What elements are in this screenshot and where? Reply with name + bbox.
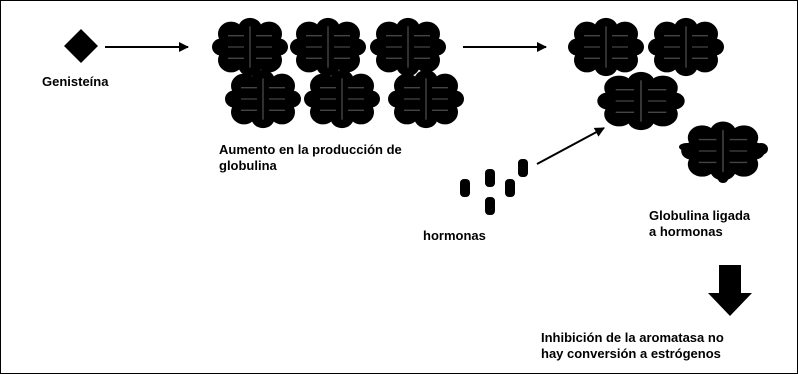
genisteina-diamond-icon — [64, 29, 98, 63]
label-aumento-line1: Aumento en la producción de — [219, 142, 402, 157]
hormona-capsule-icon — [505, 179, 515, 197]
hormona-capsule-icon — [460, 179, 470, 197]
globulina-blob-icon — [387, 69, 465, 129]
label-globulina-line1: Globulina ligada — [649, 208, 751, 223]
arrow-hormonas-to-globulina — [536, 127, 605, 165]
hormonas-group — [460, 159, 528, 215]
globulina-blob-icon — [567, 17, 645, 77]
hormona-capsule-icon — [485, 169, 495, 187]
globulina-blob-icon — [224, 69, 302, 129]
label-globulina-line2: a hormonas — [649, 224, 723, 239]
label-inhibicion-line2: hay conversión a estrógenos — [541, 346, 721, 361]
label-hormonas: hormonas — [423, 228, 486, 243]
label-aumento-line2: globulina — [219, 158, 277, 173]
globulina-blob-icon — [303, 69, 381, 129]
globulina-blob-icon — [596, 71, 686, 131]
label-genisteina: Genisteína — [42, 74, 109, 89]
label-inhibicion-line1: Inhibición de la aromatasa no — [541, 330, 724, 345]
globulina-blob-icon — [647, 17, 725, 77]
globulina-blob-icon — [289, 17, 367, 77]
result-block-arrow-down-icon — [708, 265, 752, 316]
globulina-group-binding — [567, 17, 725, 131]
globulina-ligada-icon — [679, 120, 768, 183]
globulina-blob-icon — [369, 17, 447, 77]
globulina-blob-icon — [211, 17, 289, 77]
hormona-capsule-icon — [518, 159, 528, 177]
globulina-group-production — [211, 17, 465, 129]
hormona-capsule-icon — [485, 197, 495, 215]
